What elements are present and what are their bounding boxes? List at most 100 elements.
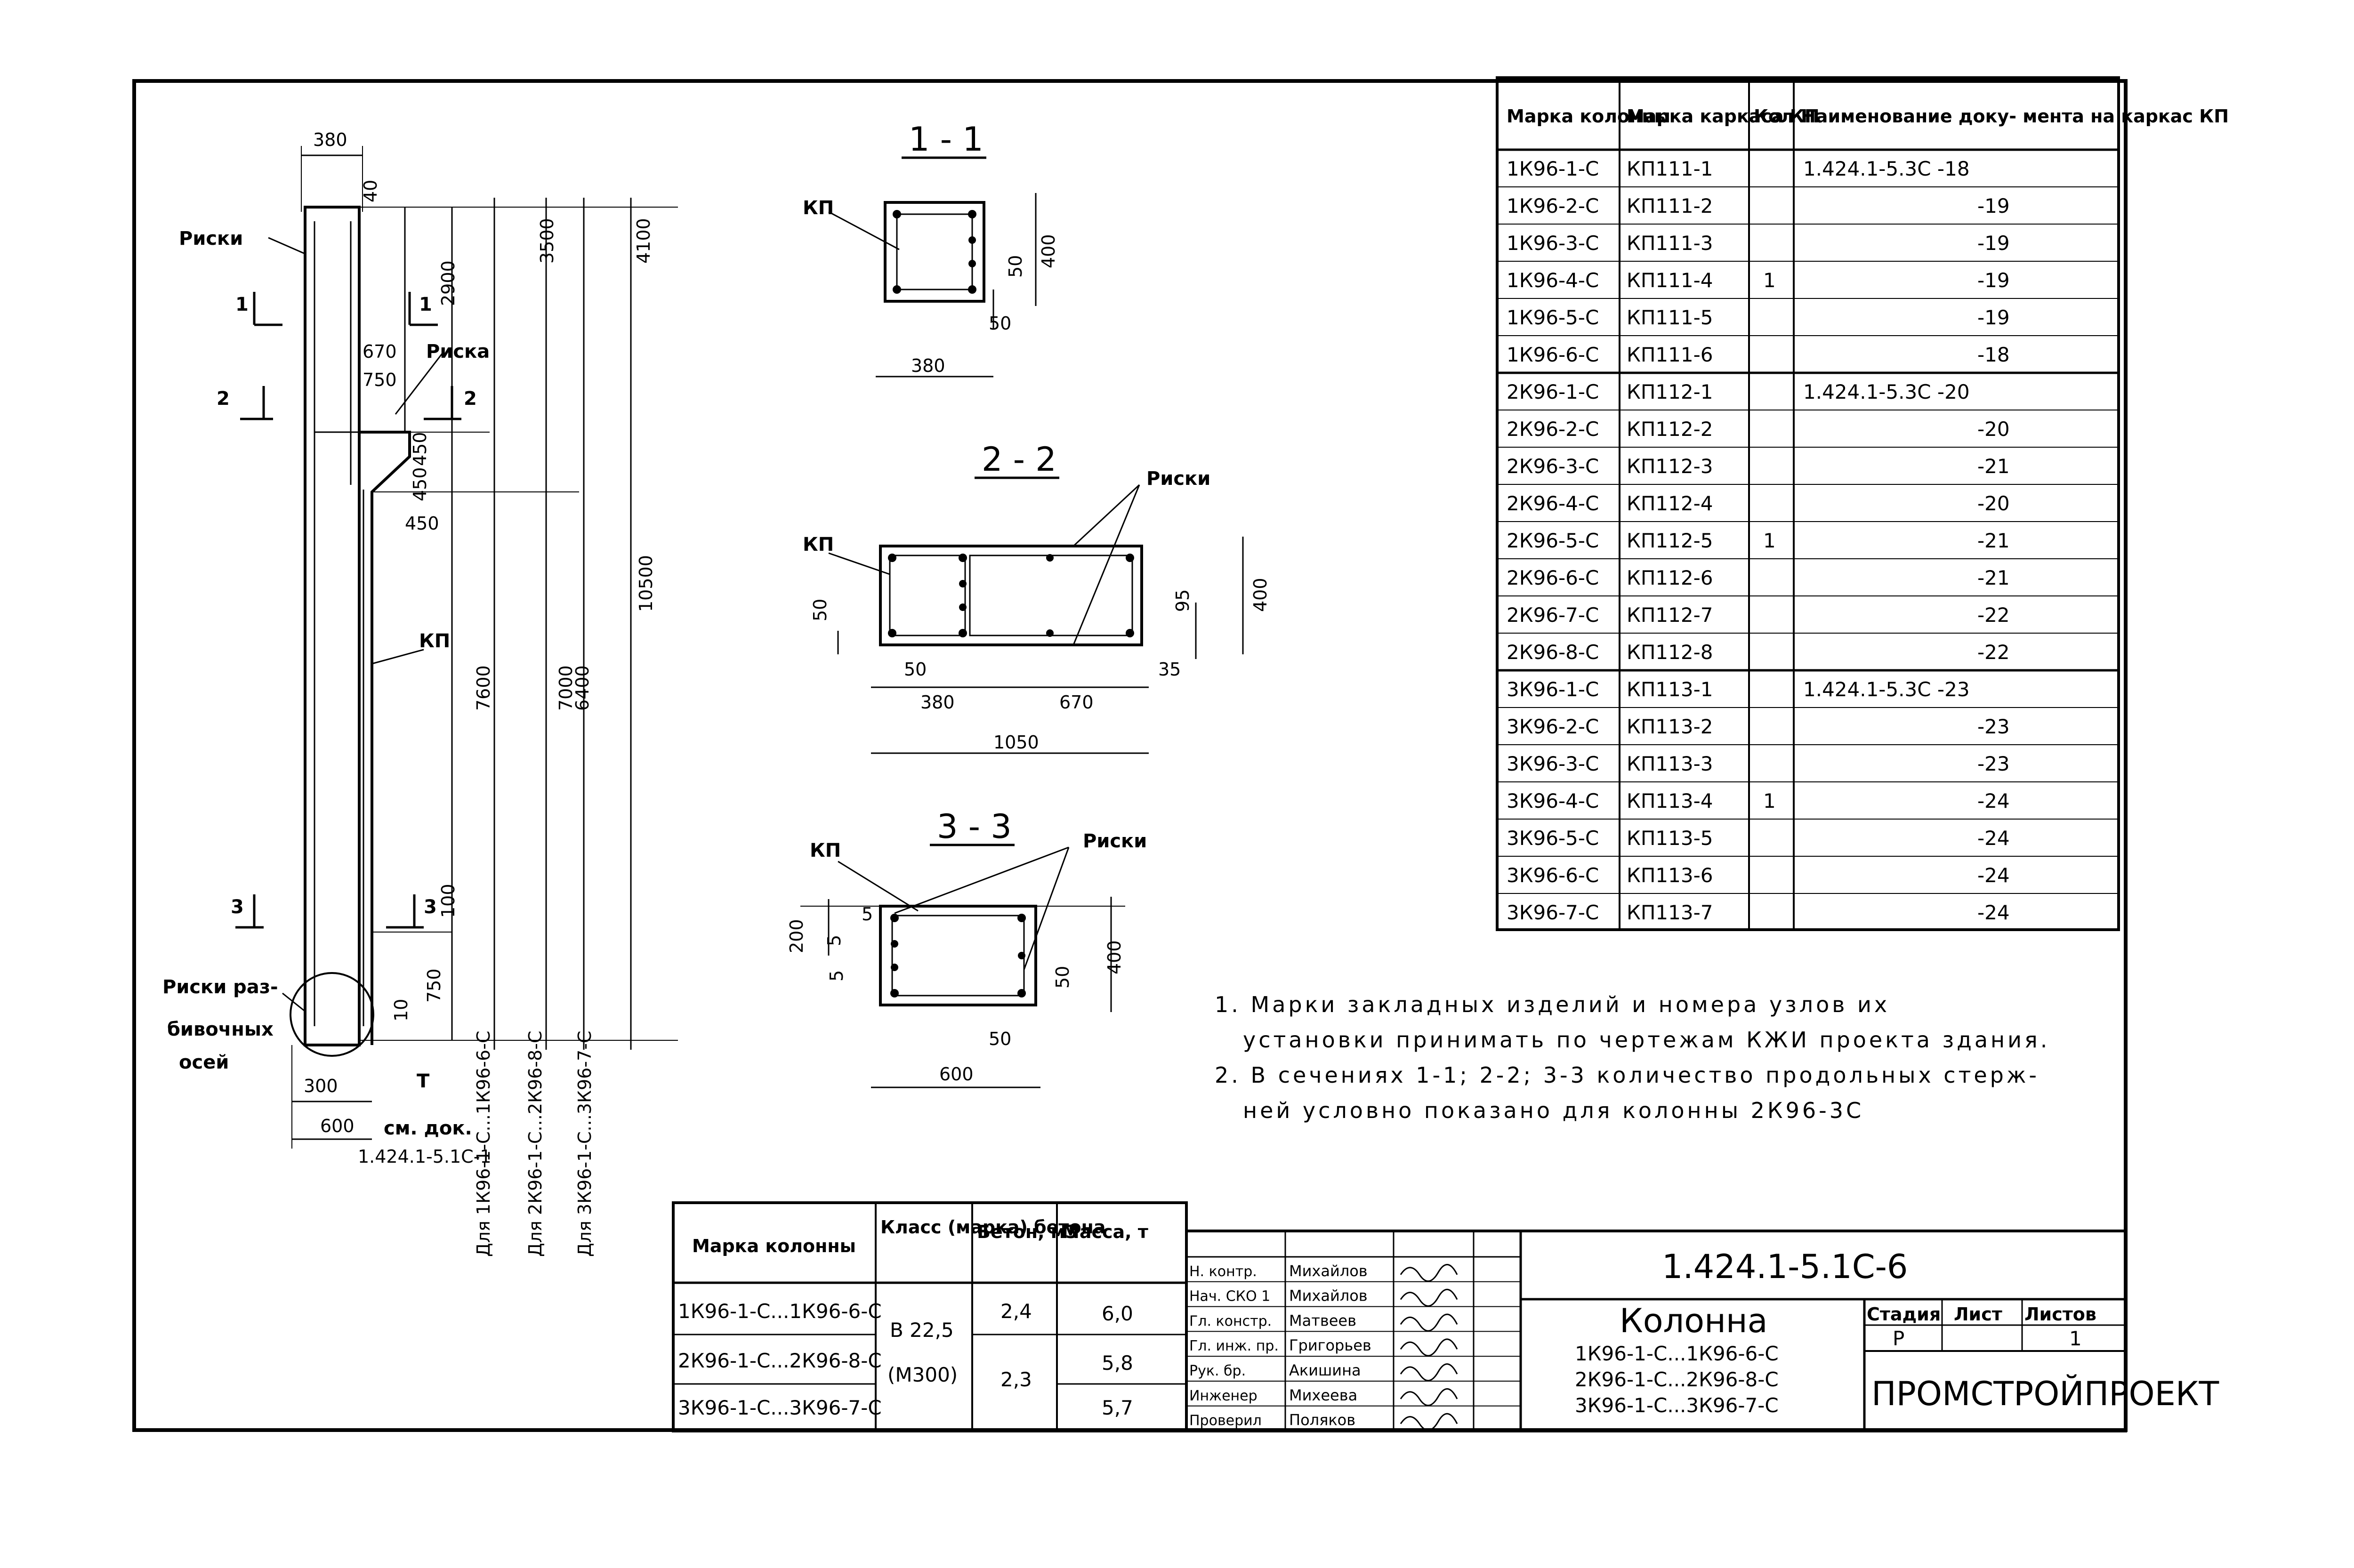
section-2-2-dim-95: 95 bbox=[1172, 589, 1193, 612]
rebar-dot bbox=[959, 603, 967, 611]
rebar-dot bbox=[1046, 629, 1054, 637]
vertical-caption-2: Для 2К96-1-С...2К96-8-С bbox=[525, 1031, 546, 1257]
rebar-dot bbox=[959, 580, 967, 587]
stage-value: Р bbox=[1893, 1327, 1904, 1350]
main-table-cell: -21 bbox=[1977, 529, 2010, 552]
main-table-cell: -22 bbox=[1977, 603, 2010, 627]
main-table-cell: 3К96-7-С bbox=[1507, 901, 1599, 924]
spec-row-mark: 2К96-1-С...2К96-8-С bbox=[678, 1349, 882, 1372]
main-table-cell: 2К96-7-С bbox=[1507, 603, 1599, 627]
rebar-dot bbox=[1018, 952, 1025, 959]
main-table-cell: 1К96-6-С bbox=[1507, 343, 1599, 366]
dim-670: 670 bbox=[363, 341, 397, 362]
signature-name: Григорьев bbox=[1289, 1336, 1371, 1354]
dim-7600: 7600 bbox=[473, 665, 494, 711]
dim-380-top: 380 bbox=[313, 129, 347, 150]
dim-40-top: 40 bbox=[360, 180, 381, 202]
main-table-cell: КП111-4 bbox=[1627, 269, 1713, 292]
section-2-2-outline bbox=[879, 545, 1143, 646]
main-table-header-2: Кол bbox=[1754, 106, 1794, 127]
rebar-dot bbox=[891, 940, 898, 948]
leader-line bbox=[838, 860, 919, 912]
main-table-cell: 1К96-1-С bbox=[1507, 157, 1599, 180]
main-table-cell: КП112-2 bbox=[1627, 418, 1713, 441]
leader-line bbox=[1072, 484, 1140, 547]
main-table-cell: 3К96-3-С bbox=[1507, 752, 1599, 775]
main-table-cell: 1.424.1-5.3С -23 bbox=[1803, 678, 1970, 701]
main-table-cell: КП113-5 bbox=[1627, 827, 1713, 850]
leader-line bbox=[828, 552, 890, 575]
label-kp: КП bbox=[419, 630, 450, 652]
signature-scribble bbox=[1400, 1288, 1458, 1307]
section-2-2-dim-35: 35 bbox=[1158, 659, 1181, 680]
main-table-cell: КП112-3 bbox=[1627, 455, 1713, 478]
section-3-3-dim-5-c: 5 bbox=[826, 970, 847, 981]
main-table-cell: КП112-5 bbox=[1627, 529, 1713, 552]
main-table-cell: -20 bbox=[1977, 418, 2010, 441]
leader-line bbox=[1023, 847, 1070, 970]
base-circle bbox=[290, 972, 374, 1057]
main-table-cell: КП111-2 bbox=[1627, 194, 1713, 217]
section-1-1-dim-400: 400 bbox=[1038, 234, 1059, 268]
rebar-dot bbox=[893, 285, 901, 294]
signature-role: Нач. СКО 1 bbox=[1189, 1288, 1270, 1305]
doc-number: 1.424.1-5.1С-6 bbox=[1662, 1247, 1908, 1286]
main-table-cell: 3К96-2-С bbox=[1507, 715, 1599, 738]
section-2-2-dim-670: 670 bbox=[1059, 692, 1094, 713]
signature-name: Михайлов bbox=[1289, 1262, 1368, 1280]
section-2-2-dim-400: 400 bbox=[1250, 578, 1271, 612]
main-table-cell: КП111-5 bbox=[1627, 306, 1713, 329]
main-table-cell: -23 bbox=[1977, 715, 2010, 738]
note-line: установки принимать по чертежам КЖИ прое… bbox=[1243, 1027, 2050, 1053]
signature-name: Акишина bbox=[1289, 1361, 1361, 1379]
rebar-dot bbox=[1017, 989, 1026, 997]
section-3-3-dim-200: 200 bbox=[786, 919, 807, 953]
signature-role: Гл. констр. bbox=[1189, 1313, 1272, 1329]
signature-scribble bbox=[1400, 1338, 1458, 1357]
section-2-2-riski: Риски bbox=[1146, 468, 1210, 490]
main-table-cell: 1К96-3-С bbox=[1507, 232, 1599, 255]
main-table-cell: 3К96-5-С bbox=[1507, 827, 1599, 850]
label-section-3: 3 bbox=[231, 896, 244, 918]
signature-name: Поляков bbox=[1289, 1411, 1355, 1429]
spec-table: Марка колонны Класс (марка) бетона Бетон… bbox=[672, 1201, 1188, 1432]
label-section-1: 1 bbox=[235, 294, 249, 315]
spec-row-mark: 3К96-1-С...3К96-7-С bbox=[678, 1396, 882, 1419]
label-section-2: 2 bbox=[217, 388, 230, 410]
label-riski-razbiv: Риски раз- bbox=[162, 976, 278, 998]
notes: 1. Марки закладных изделий и номера узло… bbox=[1215, 992, 2050, 1123]
section-3-3-dim-50-a: 50 bbox=[1052, 966, 1073, 989]
signature-role: Гл. инж. пр. bbox=[1189, 1338, 1279, 1354]
section-3-3-title: 3 - 3 bbox=[937, 807, 1012, 846]
leader-line bbox=[1072, 484, 1140, 645]
main-table-cell: -24 bbox=[1977, 864, 2010, 887]
dim-450-b: 450 bbox=[410, 467, 430, 501]
main-table-cell: -24 bbox=[1977, 827, 2010, 850]
main-table-cell: КП113-3 bbox=[1627, 752, 1713, 775]
label-sm-dok-num: 1.424.1-5.1С-1 bbox=[358, 1146, 492, 1167]
main-table-header-0: Марка колонны bbox=[1507, 106, 1670, 127]
sheet-label: Лист bbox=[1954, 1304, 2002, 1325]
product-name: Колонна bbox=[1620, 1302, 1768, 1340]
main-table-cell: -24 bbox=[1977, 901, 2010, 924]
section-marker-3 bbox=[235, 894, 424, 929]
main-table-cell: КП113-6 bbox=[1627, 864, 1713, 887]
sheets-label: Листов bbox=[2024, 1304, 2096, 1325]
dim-600: 600 bbox=[320, 1116, 355, 1136]
main-table-cell: КП113-2 bbox=[1627, 715, 1713, 738]
main-table-cell: КП111-3 bbox=[1627, 232, 1713, 255]
rebar-dot bbox=[1017, 914, 1026, 922]
rebar-dot bbox=[1126, 554, 1134, 562]
label-riski: Риски bbox=[179, 228, 243, 249]
main-table-cell: КП113-7 bbox=[1627, 901, 1713, 924]
section-3-3-dim-50-b: 50 bbox=[989, 1029, 1011, 1049]
dim-7000: 7000 bbox=[556, 665, 576, 711]
main-table: Марка колонны Марка каркаса КП Кол Наиме… bbox=[1496, 76, 2229, 931]
main-table-cell: 2К96-2-С bbox=[1507, 418, 1599, 441]
main-table-cell: 1К96-5-С bbox=[1507, 306, 1599, 329]
leader-line bbox=[371, 649, 424, 665]
section-1-1-outline bbox=[884, 201, 985, 303]
